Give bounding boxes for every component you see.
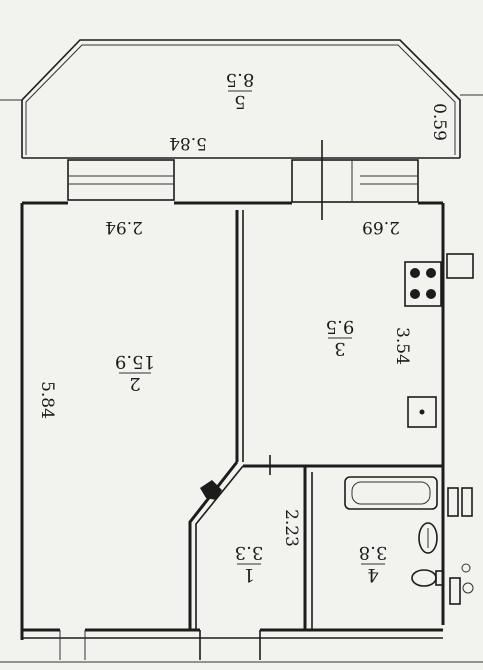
wall-room2-hall	[188, 461, 239, 630]
burner-icon	[426, 289, 436, 299]
room-number: 2	[129, 373, 140, 394]
room-label-2: 2 15.9	[115, 351, 155, 394]
interior-walls	[188, 210, 443, 630]
burner-icon	[410, 268, 420, 278]
utility-shaft	[447, 487, 474, 605]
dim-balcony-length: 5.84	[169, 133, 207, 153]
bathtub-basin	[351, 481, 431, 505]
dim-kitchen-length: 3.54	[392, 327, 412, 365]
burner-icon	[410, 289, 420, 299]
room-label-5: 5 8.5	[226, 69, 255, 112]
dim-room2-length: 5.84	[37, 381, 57, 419]
entrance-door	[59, 630, 261, 660]
dim-balcony-depth: 0.59	[429, 103, 449, 141]
bathtub-outline	[344, 476, 438, 510]
vent-box	[446, 253, 474, 279]
room-area: 9.5	[326, 316, 355, 337]
window-frame-room2	[67, 159, 175, 201]
room-area: 8.5	[226, 69, 255, 90]
dim-kitchen-width: 2.69	[362, 217, 400, 237]
room-number: 4	[367, 564, 378, 585]
burner-icon	[426, 268, 436, 278]
room-label-1: 1 3.3	[235, 542, 264, 585]
room-area: 3.8	[359, 542, 388, 563]
bathroom-sink	[418, 522, 438, 554]
room-label-4: 4 3.8	[359, 542, 388, 585]
toilet	[411, 569, 444, 587]
toilet-tank	[435, 570, 444, 586]
balcony-outline	[21, 39, 461, 158]
room-number: 3	[334, 338, 345, 359]
room-area: 3.3	[235, 542, 264, 563]
room-label-3: 3 9.5	[326, 316, 355, 359]
dim-hall-depth: 2.23	[281, 509, 301, 547]
kitchen-sink	[407, 396, 437, 428]
window-room2	[67, 159, 175, 201]
window-kitchen	[291, 140, 419, 220]
window-frame-kitchen	[291, 159, 419, 203]
electrical-panel-icon	[200, 480, 222, 500]
outer-walls	[0, 201, 483, 663]
balcony	[0, 39, 483, 159]
stove	[404, 253, 474, 307]
room-area: 15.9	[115, 351, 155, 372]
sink-drain-icon	[419, 409, 425, 415]
room-number: 5	[234, 91, 245, 112]
washbasin-outline	[418, 522, 438, 554]
sink-body	[407, 396, 437, 428]
balcony-glazing	[25, 44, 456, 155]
dim-room2-width: 2.94	[105, 217, 143, 237]
room-number: 1	[243, 564, 254, 585]
stove-body	[404, 261, 442, 307]
bathtub	[344, 476, 438, 510]
